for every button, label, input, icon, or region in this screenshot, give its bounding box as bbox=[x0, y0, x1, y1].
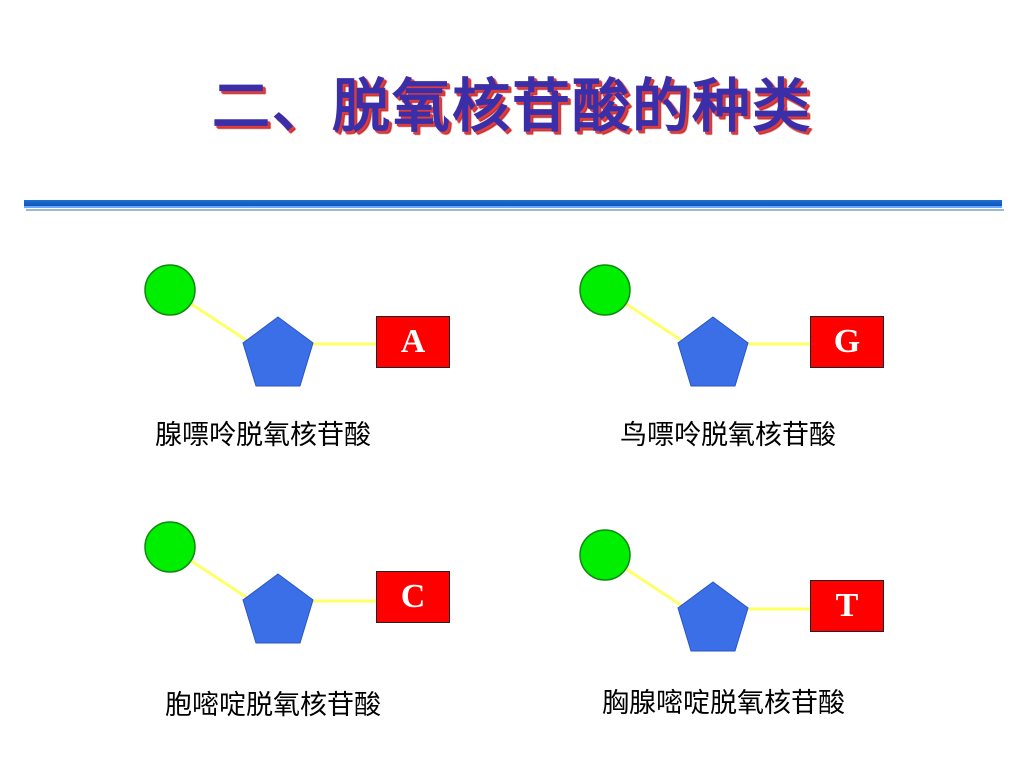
base-box: G bbox=[810, 316, 884, 368]
deoxyribose-pentagon bbox=[677, 581, 749, 652]
nucleotide-cytosine-diagram bbox=[144, 521, 378, 644]
phosphate-circle bbox=[579, 264, 631, 316]
base-box: C bbox=[376, 571, 450, 623]
deoxyribose-pentagon bbox=[242, 316, 314, 387]
nucleotide-thymine-label: 胸腺嘧啶脱氧核苷酸 bbox=[602, 688, 845, 719]
nucleotide-cytosine: C bbox=[142, 519, 472, 659]
nucleotide-adenine: A bbox=[142, 262, 472, 402]
nucleotide-adenine-diagram bbox=[144, 264, 378, 387]
nucleotide-thymine: T bbox=[577, 527, 907, 667]
nucleotide-guanine: G bbox=[577, 262, 907, 402]
deoxyribose-pentagon bbox=[242, 573, 314, 644]
nucleotide-thymine-diagram bbox=[579, 529, 813, 652]
nucleotide-cytosine-label: 胞嘧啶脱氧核苷酸 bbox=[165, 690, 381, 721]
base-box: T bbox=[810, 580, 884, 632]
nucleotide-guanine-label: 鸟嘌呤脱氧核苷酸 bbox=[620, 420, 836, 451]
deoxyribose-pentagon bbox=[677, 316, 749, 387]
phosphate-circle bbox=[579, 529, 631, 581]
nucleotide-guanine-diagram bbox=[579, 264, 813, 387]
base-box: A bbox=[376, 316, 450, 368]
slide-title: 二、脱氧核苷酸的种类 bbox=[211, 72, 812, 140]
title-divider-shadow bbox=[26, 209, 1004, 211]
phosphate-circle bbox=[144, 264, 196, 316]
nucleotide-adenine-label: 腺嘌呤脱氧核苷酸 bbox=[155, 420, 371, 451]
phosphate-circle bbox=[144, 521, 196, 573]
title-divider bbox=[24, 200, 1002, 208]
